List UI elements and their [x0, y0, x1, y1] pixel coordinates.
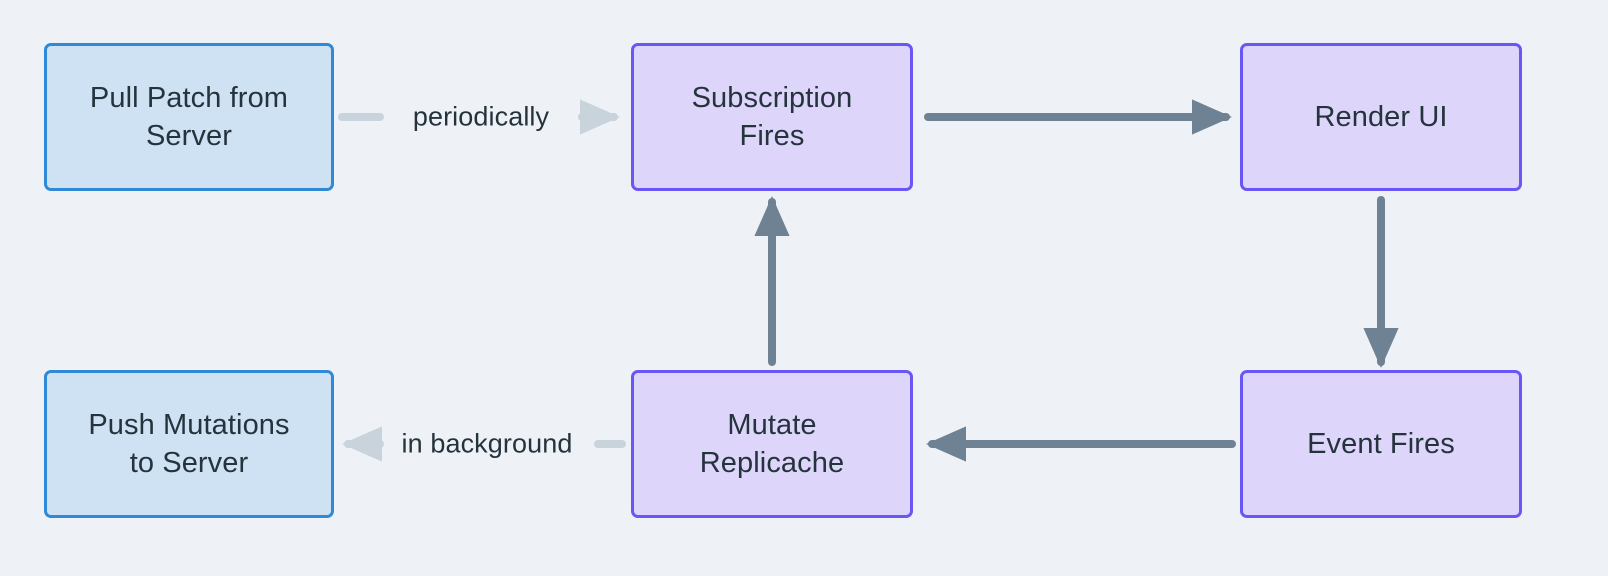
node-subscription-fires[interactable]: Subscription Fires [631, 43, 913, 191]
node-label: Event Fires [1307, 427, 1455, 460]
node-label: Mutate Replicache [699, 408, 845, 479]
node-label: Render UI [1314, 100, 1448, 133]
node-render-ui[interactable]: Render UI [1240, 43, 1522, 191]
node-push-mutations-to-server[interactable]: Push Mutations to Server [44, 370, 334, 518]
node-mutate-replicache[interactable]: Mutate Replicache [631, 370, 913, 518]
node-label: Pull Patch from Server [89, 81, 289, 152]
node-event-fires[interactable]: Event Fires [1240, 370, 1522, 518]
edge-label-periodically: periodically [412, 101, 550, 132]
node-label: Subscription Fires [691, 81, 853, 152]
edge-label-in-background: in background [401, 428, 573, 459]
node-pull-patch-from-server[interactable]: Pull Patch from Server [44, 43, 334, 191]
node-label: Push Mutations to Server [88, 408, 290, 479]
